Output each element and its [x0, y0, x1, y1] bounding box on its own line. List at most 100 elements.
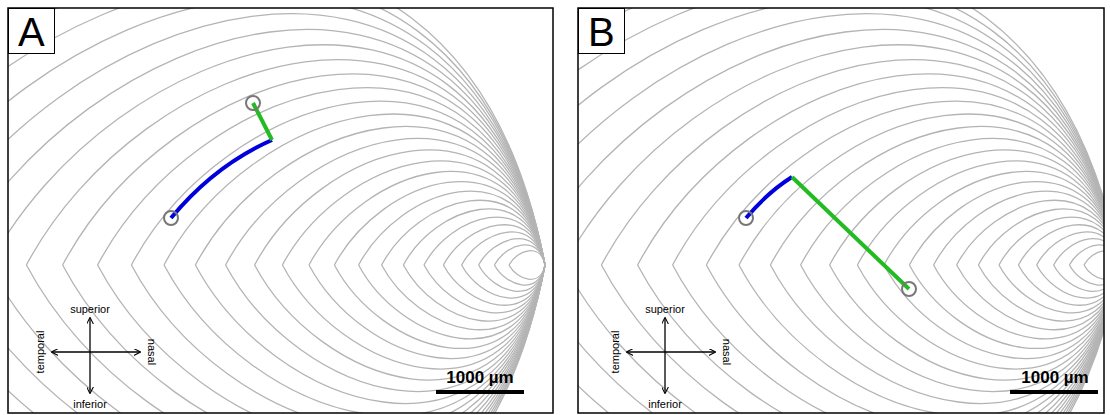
fiber-curve: [978, 265, 1104, 321]
fiber-curve: [1037, 265, 1104, 298]
fiber-curve: [673, 88, 1104, 265]
fiber-curve: [8, 8, 545, 265]
fiber-curve: [1069, 265, 1104, 285]
compass-arrow: [89, 318, 90, 393]
point-marker: [739, 211, 753, 225]
fiber-curve: [8, 14, 545, 265]
point-marker: [246, 96, 260, 110]
compass-label: superior: [70, 304, 110, 315]
fiber-curve: [601, 265, 1104, 413]
fiber-curve: [884, 172, 1104, 265]
fiber-curve: [739, 265, 1104, 413]
compass-label: temporal: [610, 331, 621, 374]
fiber-curve: [164, 114, 545, 265]
fiber-curve: [382, 265, 545, 330]
fiber-curve: [638, 74, 1104, 265]
panel-label-box: A: [8, 8, 55, 54]
fiber-curve: [8, 265, 545, 413]
compass-label: inferior: [648, 399, 682, 410]
fiber-curve: [1037, 232, 1104, 265]
scale-bar: [436, 390, 524, 394]
fiber-curve: [8, 8, 545, 265]
fiber-curve: [8, 29, 545, 265]
fiber-curve: [857, 161, 1104, 265]
fiber-curve: [801, 138, 1104, 265]
fiber-curve: [909, 265, 1104, 348]
fiber-curve: [63, 265, 545, 413]
fiber-curve: [226, 138, 545, 265]
panel-letter: B: [588, 12, 624, 52]
compass-arrow: [627, 351, 715, 352]
fiber-curve: [801, 265, 1104, 392]
scale-bar: [1010, 390, 1098, 394]
fiber-bundles: [8, 8, 545, 413]
fiber-curve: [673, 265, 1104, 413]
fiber-curve: [999, 265, 1104, 313]
panel-letter: A: [18, 12, 54, 52]
fiber-curve: [164, 265, 545, 413]
fiber-curve: [1054, 239, 1104, 265]
panel-frame: [578, 8, 1104, 413]
fiber-curve: [226, 265, 545, 392]
compass-label: inferior: [73, 399, 107, 410]
fiber-curve: [770, 127, 1104, 265]
fiber-curve: [1084, 265, 1104, 279]
fiber-curve: [578, 265, 1104, 413]
compass-label: nasal: [721, 339, 732, 365]
fiber-curve: [578, 29, 1104, 265]
fiber-curve: [884, 265, 1104, 358]
point-marker: [164, 211, 178, 225]
compass-arrow: [664, 318, 665, 393]
fiber-curve: [957, 265, 1104, 330]
compass-label: superior: [645, 304, 685, 315]
scale-label: 1000 µm: [1021, 369, 1088, 386]
fiber-curve: [8, 265, 545, 413]
fiber-curve: [1069, 245, 1104, 265]
fiber-curve: [8, 265, 545, 413]
compass-arrow: [52, 351, 140, 352]
fiber-curve: [770, 265, 1104, 403]
compass-label: temporal: [35, 331, 46, 374]
fiber-curve: [1084, 251, 1104, 265]
fiber-curve: [934, 191, 1104, 265]
panel-frame: [8, 8, 553, 413]
fiber-curve: [830, 265, 1104, 380]
fiber-curve: [857, 265, 1104, 369]
fiber-curve: [195, 127, 545, 265]
fiber-curve: [706, 101, 1104, 265]
panel-label-box: B: [578, 8, 625, 54]
fiber-curve: [195, 265, 545, 403]
blue-trace: [746, 177, 792, 218]
fiber-curve: [359, 265, 545, 339]
fiber-curve: [8, 265, 545, 413]
fiber-curve: [403, 209, 545, 265]
point-marker: [902, 282, 916, 296]
fiber-curve: [957, 200, 1104, 265]
fiber-curve: [8, 265, 545, 413]
fiber-curve: [934, 265, 1104, 339]
blue-trace: [171, 140, 272, 218]
fiber-curve: [578, 265, 1104, 413]
fiber-curve: [359, 191, 545, 265]
fiber-curve: [26, 265, 545, 413]
fiber-curve: [98, 265, 545, 413]
fiber-curve: [739, 114, 1104, 265]
fiber-curve: [830, 150, 1104, 265]
fiber-curve: [999, 217, 1104, 265]
fiber-curve: [403, 265, 545, 321]
fiber-curve: [578, 265, 1104, 413]
green-trace: [792, 177, 909, 289]
fiber-curve: [382, 200, 545, 265]
scale-label: 1000 µm: [446, 369, 513, 386]
fiber-curve: [578, 265, 1104, 413]
fiber-curve: [8, 265, 545, 413]
fiber-curve: [8, 8, 545, 265]
fiber-curve: [578, 45, 1104, 265]
fiber-curve: [98, 88, 545, 265]
fiber-curve: [578, 265, 1104, 413]
fiber-bundles: [578, 8, 1104, 413]
fiber-curve: [578, 265, 1104, 413]
